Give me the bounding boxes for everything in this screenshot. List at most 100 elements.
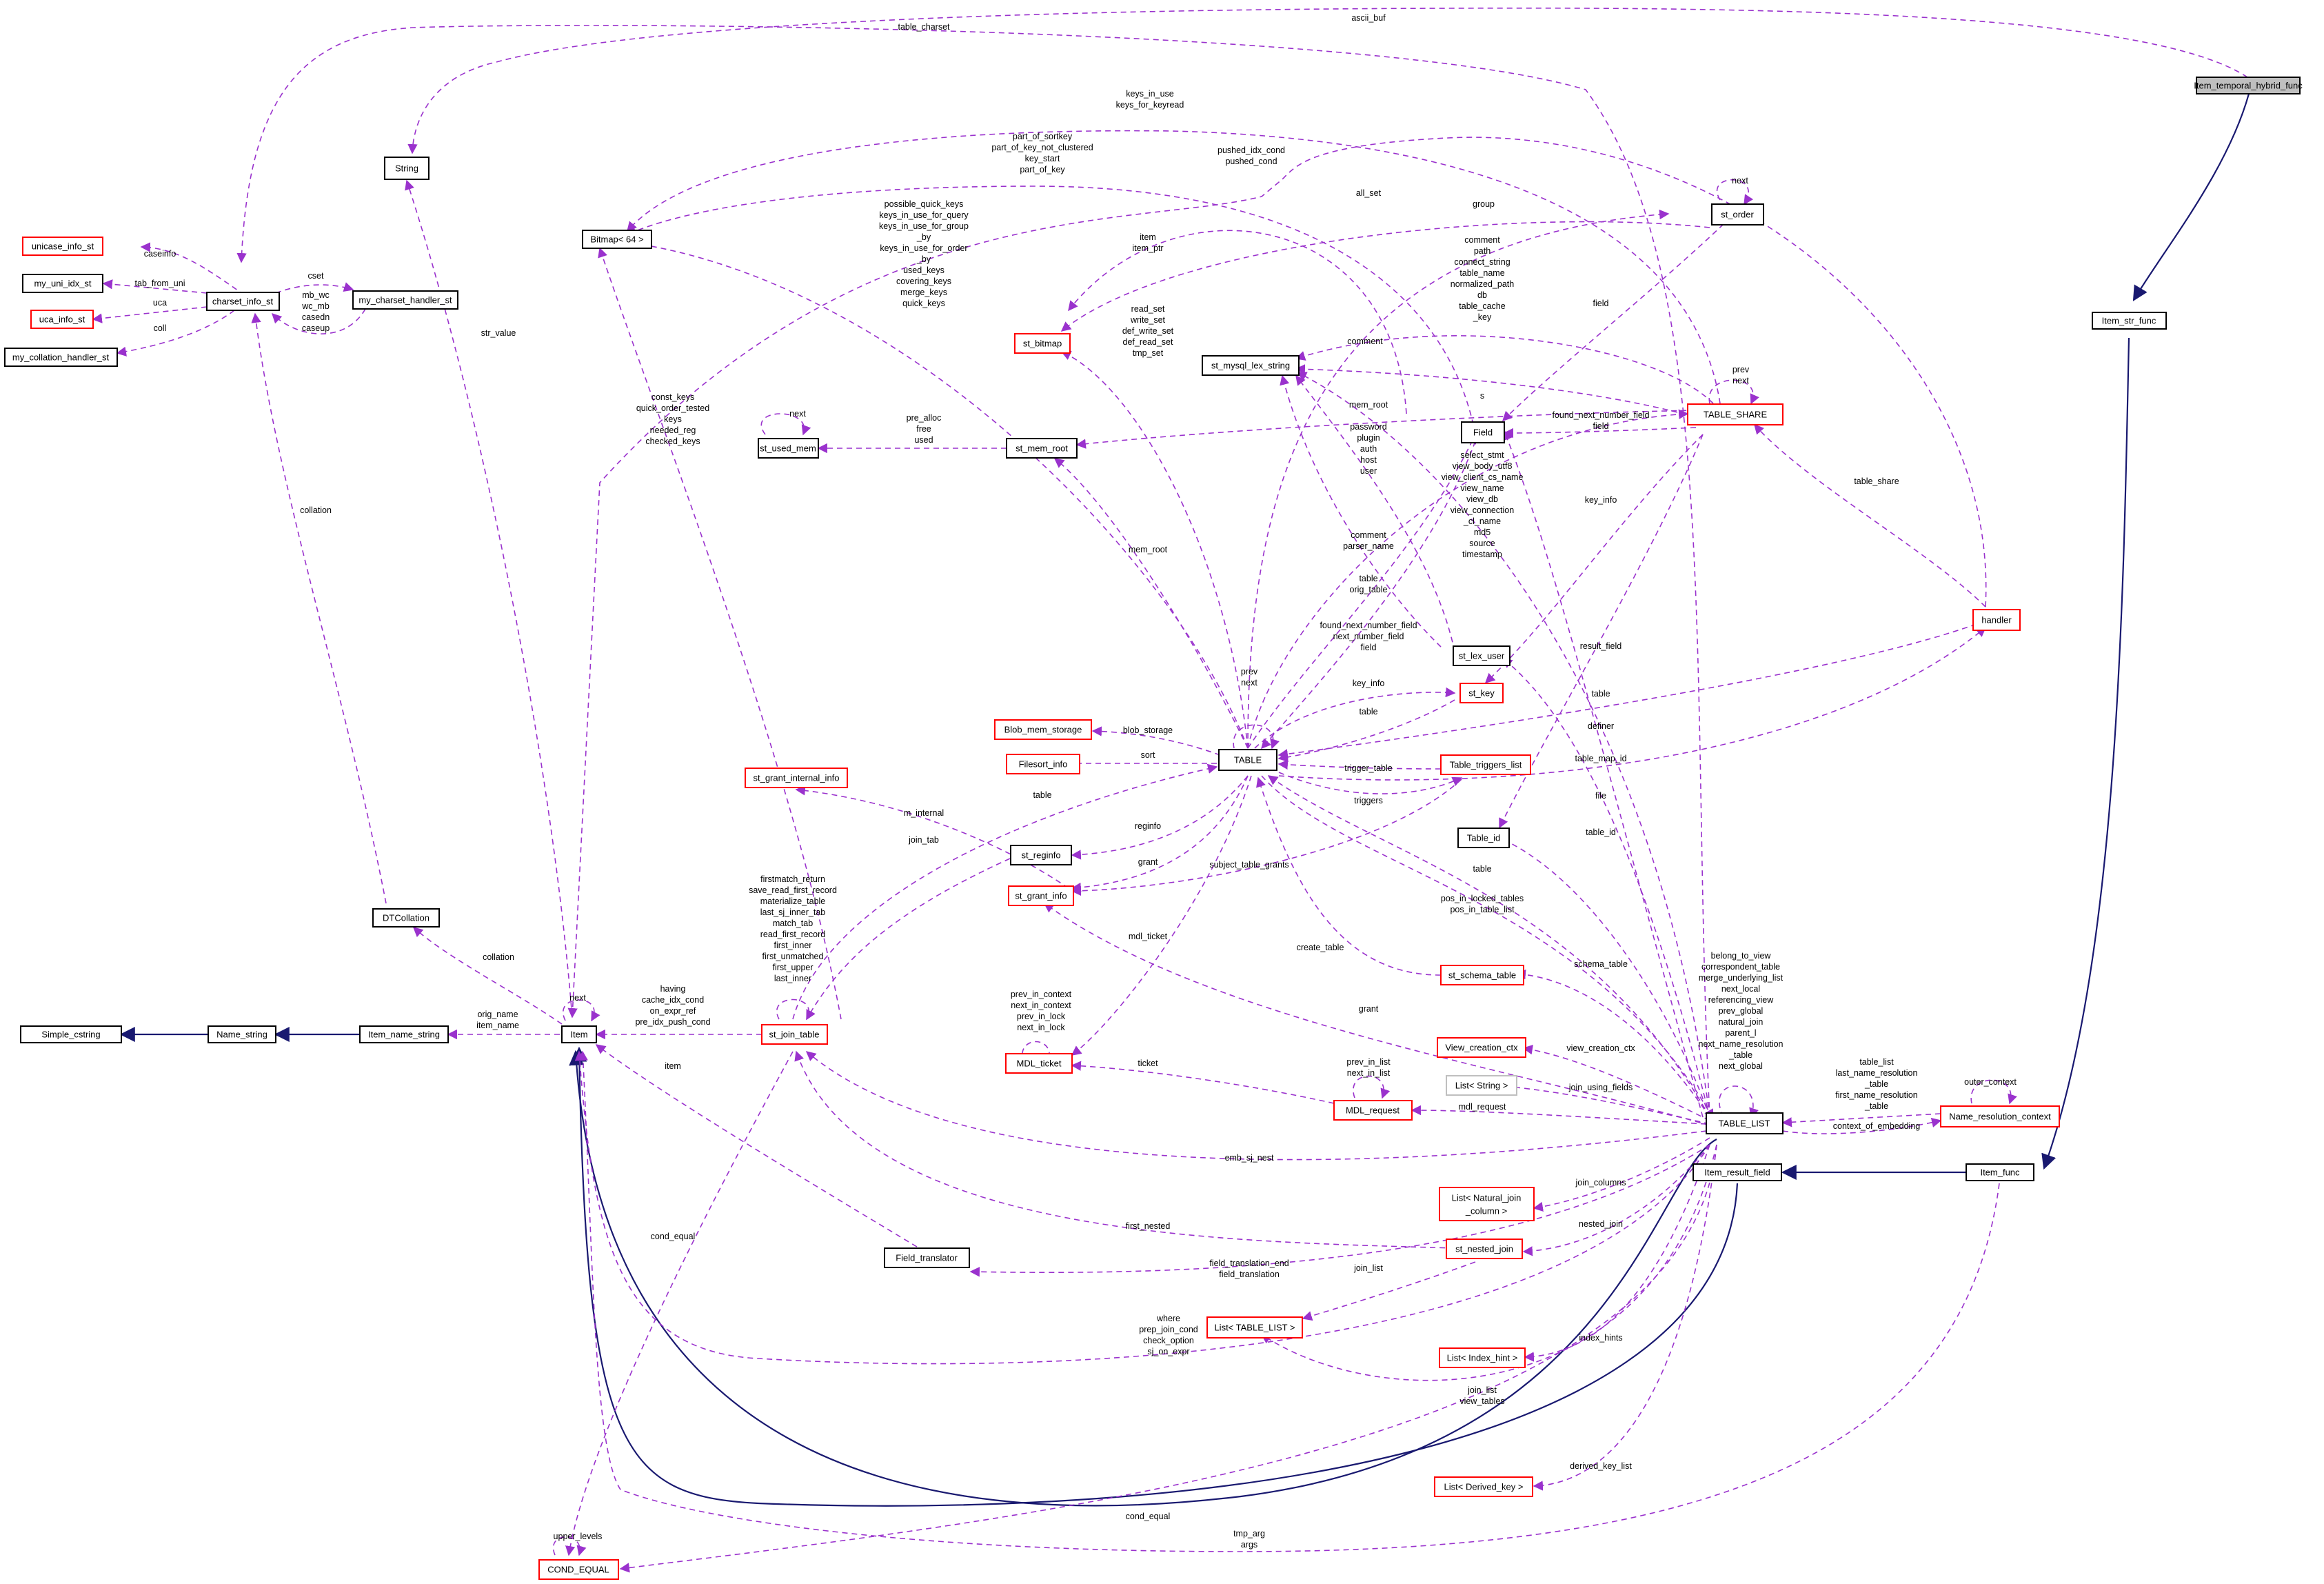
- edge-mem-root-table: [1053, 458, 1249, 749]
- edge-select-stmt: [1296, 372, 1710, 1118]
- node-label: charset_info_st: [212, 297, 274, 307]
- node-handler[interactable]: handler: [1972, 609, 2021, 631]
- label-all-set: all_set: [1356, 188, 1382, 198]
- inheritance-edges: [119, 93, 2250, 1507]
- node-my-collation-handler-st[interactable]: my_collation_handler_st: [4, 348, 118, 367]
- node-st-used-mem[interactable]: st_used_mem: [758, 438, 819, 459]
- node-table-list[interactable]: TABLE_LIST: [1706, 1112, 1784, 1134]
- node-label: Field: [1473, 428, 1493, 438]
- node-st-grant-info[interactable]: st_grant_info: [1008, 885, 1074, 906]
- node-st-lex-user[interactable]: st_lex_user: [1453, 645, 1510, 666]
- edge-found-next-number-field-share: [1503, 427, 1697, 439]
- node-label: COND_EQUAL: [547, 1565, 609, 1575]
- node-item-temporal-hybrid-func[interactable]: Item_temporal_hybrid_func: [2194, 77, 2303, 94]
- node-st-mem-root[interactable]: st_mem_root: [1006, 438, 1078, 459]
- node-cond-equal[interactable]: COND_EQUAL: [538, 1559, 619, 1580]
- node-list-natural-join-column[interactable]: List< Natural_join_column >: [1439, 1187, 1535, 1221]
- node-name-resolution-context[interactable]: Name_resolution_context: [1940, 1105, 2060, 1127]
- node-label: Field_translator: [896, 1253, 958, 1263]
- label-cset: cset: [308, 271, 324, 281]
- node-label: Item: [570, 1030, 587, 1040]
- node-item[interactable]: Item: [561, 1025, 597, 1043]
- node-mdl-request[interactable]: MDL_request: [1333, 1100, 1413, 1121]
- label-reginfo: reginfo: [1135, 821, 1161, 831]
- label-m-internal: m_internal: [904, 808, 944, 818]
- node-list-index-hint[interactable]: List< Index_hint >: [1439, 1347, 1526, 1368]
- label-definer: definer: [1588, 721, 1614, 731]
- node-list-string[interactable]: List< String >: [1446, 1075, 1517, 1096]
- node-charset-info-st[interactable]: charset_info_st: [206, 292, 280, 311]
- node-st-bitmap[interactable]: st_bitmap: [1014, 333, 1071, 354]
- label-ticket: ticket: [1138, 1059, 1158, 1068]
- node-label: List< Index_hint >: [1447, 1353, 1518, 1363]
- label-table-share-label: table_share: [1854, 477, 1899, 486]
- node-st-reginfo[interactable]: st_reginfo: [1010, 845, 1072, 865]
- label-s: s: [1480, 391, 1484, 401]
- label-join-tab: join_tab: [908, 835, 939, 845]
- node-st-schema-table[interactable]: st_schema_table: [1440, 965, 1524, 985]
- node-uca-info-st[interactable]: uca_info_st: [30, 310, 94, 329]
- node-item-func[interactable]: Item_func: [1966, 1163, 2034, 1181]
- label-ascii-buf: ascii_buf: [1351, 13, 1386, 23]
- edge-mb-wc: [271, 308, 366, 334]
- node-label: Item_str_func: [2102, 316, 2156, 326]
- node-my-charset-handler-st[interactable]: my_charset_handler_st: [352, 290, 458, 310]
- node-blob-mem-storage[interactable]: Blob_mem_storage: [994, 719, 1092, 740]
- label-outer-context: outer_context: [1964, 1077, 2017, 1087]
- node-label: List< String >: [1455, 1081, 1508, 1091]
- node-label-line-2: _column >: [1465, 1206, 1507, 1216]
- label-derived-key-list: derived_key_list: [1570, 1461, 1632, 1471]
- node-item-name-string[interactable]: Item_name_string: [359, 1025, 449, 1043]
- node-table-share[interactable]: TABLE_SHARE: [1687, 403, 1784, 425]
- node-table[interactable]: TABLE: [1218, 749, 1277, 771]
- node-filesort-info[interactable]: Filesort_info: [1006, 754, 1080, 774]
- edge-next-order: [1716, 179, 1754, 205]
- node-item-str-func[interactable]: Item_str_func: [2092, 312, 2167, 330]
- edge-first-nested: [794, 1050, 1455, 1249]
- edge-key-info-table: [1254, 687, 1456, 749]
- label-subject-table-grants: subject_table_grants: [1209, 860, 1289, 870]
- node-dtcollation[interactable]: DTCollation: [372, 908, 440, 928]
- edge-comment-parser: [1280, 374, 1442, 648]
- node-item-result-field[interactable]: Item_result_field: [1693, 1163, 1782, 1181]
- node-mdl-ticket[interactable]: MDL_ticket: [1005, 1053, 1073, 1074]
- edge-blob-storage: [1091, 726, 1221, 756]
- node-simple-cstring[interactable]: Simple_cstring: [20, 1025, 122, 1043]
- node-st-mysql-lex-string[interactable]: st_mysql_lex_string: [1202, 355, 1300, 376]
- edge-trigger-table: [1277, 759, 1442, 770]
- node-field-translator[interactable]: Field_translator: [884, 1247, 970, 1268]
- label-group: group: [1473, 199, 1495, 209]
- edge-table-charset: [236, 25, 1710, 1118]
- node-label: View_creation_ctx: [1445, 1043, 1518, 1053]
- edge-table-key: [1277, 699, 1455, 763]
- node-name-string[interactable]: Name_string: [208, 1025, 276, 1043]
- node-st-join-table[interactable]: st_join_table: [761, 1024, 828, 1045]
- node-list-table-list[interactable]: List< TABLE_LIST >: [1206, 1316, 1303, 1339]
- node-table-triggers-list[interactable]: Table_triggers_list: [1440, 754, 1531, 775]
- node-bitmap64[interactable]: Bitmap< 64 >: [582, 230, 652, 249]
- node-field[interactable]: Field: [1461, 421, 1505, 443]
- edge-create-table: [1256, 776, 1442, 976]
- node-label: Bitmap< 64 >: [590, 234, 643, 245]
- node-st-order[interactable]: st_order: [1711, 203, 1764, 225]
- edge-item-ft: [595, 1044, 918, 1247]
- node-view-creation-ctx[interactable]: View_creation_ctx: [1437, 1037, 1526, 1058]
- label-next-used-mem: next: [789, 409, 806, 419]
- node-st-nested-join[interactable]: st_nested_join: [1446, 1239, 1523, 1259]
- node-unicase-info-st[interactable]: unicase_info_st: [22, 237, 103, 256]
- label-coll: coll: [154, 323, 167, 333]
- edge-keys-in-use: [627, 130, 1721, 404]
- label-collation-item: collation: [483, 952, 514, 962]
- node-st-grant-internal-info[interactable]: st_grant_internal_info: [745, 768, 848, 788]
- node-st-key[interactable]: st_key: [1459, 683, 1504, 703]
- node-list-derived-key[interactable]: List< Derived_key >: [1434, 1476, 1533, 1497]
- node-label: handler: [1981, 615, 2012, 625]
- node-table-id[interactable]: Table_id: [1457, 828, 1510, 848]
- node-label: Item_name_string: [368, 1030, 440, 1040]
- node-label: Name_resolution_context: [1949, 1112, 2051, 1122]
- node-my-uni-idx-st[interactable]: my_uni_idx_st: [22, 274, 103, 293]
- node-string[interactable]: String: [384, 157, 430, 180]
